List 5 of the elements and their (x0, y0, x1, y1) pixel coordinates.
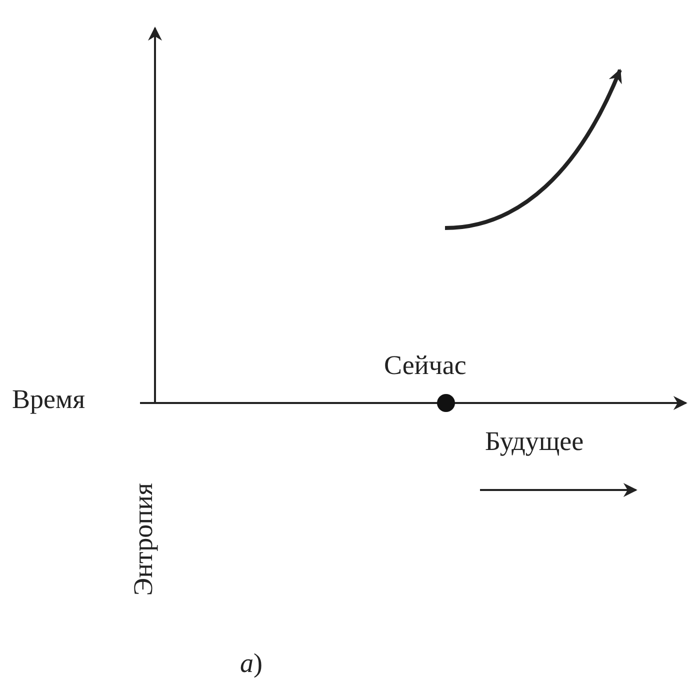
time-label: Сейчас (384, 352, 466, 379)
axis-label: Время (12, 386, 85, 413)
axis-label: Будущее (485, 428, 584, 455)
axis-label: Энтропия (130, 483, 157, 596)
caption: а) (240, 650, 262, 677)
